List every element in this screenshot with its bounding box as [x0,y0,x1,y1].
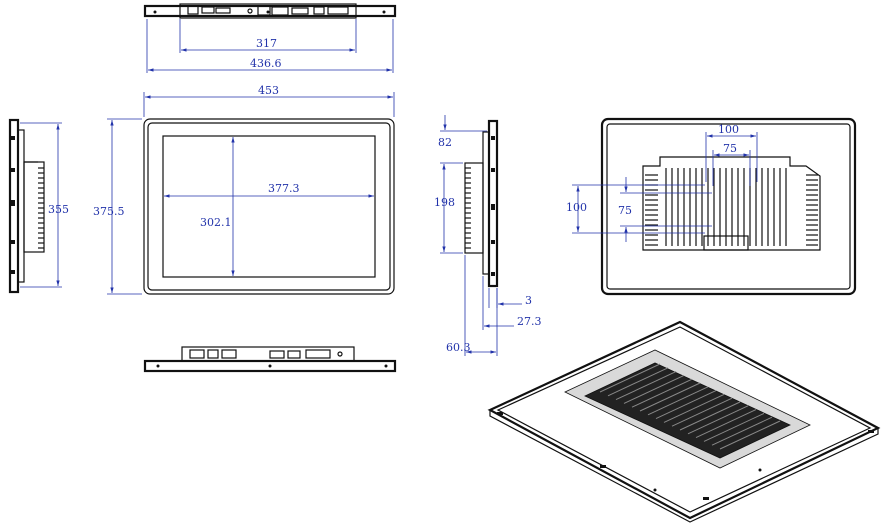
fin-line [615,371,677,401]
dim-label-vesa-100-h: 100 [718,123,739,136]
fin-line [711,416,773,446]
fin-line [663,393,725,423]
right-side-fins [465,167,471,249]
fin-line [639,382,701,412]
dim-label-3: 3 [525,294,532,307]
dim-label-375-5: 375.5 [93,205,125,218]
fin-line [655,390,717,420]
dimension-377-3: 377.3 [164,182,374,198]
dimension-198: 198 [434,162,463,254]
dim-label-vesa-75-v: 75 [618,204,632,217]
dimension-3: 3 [488,288,532,308]
dimension-vesa-75-h: 75 [712,142,751,186]
dimension-375-5: 375.5 [93,118,142,295]
dim-label-453: 453 [258,84,279,97]
dim-label-436-6: 436.6 [250,57,282,70]
fin-line [623,374,685,404]
dim-label-vesa-75-h: 75 [723,142,737,155]
fin-line [703,412,765,442]
dim-label-198: 198 [434,196,455,209]
left-side-fins [38,167,44,249]
dim-label-355: 355 [48,203,69,216]
dimension-453: 453 [143,84,395,117]
dim-label-27-3: 27.3 [517,315,542,328]
fin-line [607,367,669,397]
dimension-302-1: 302.1 [200,137,235,276]
dim-label-vesa-100-v: 100 [566,201,587,214]
dimension-27-3: 27.3 [482,276,542,330]
dimension-vesa-75-v: 75 [618,177,712,242]
fin-line [647,386,709,416]
dimension-82: 82 [438,115,487,149]
isometric-view [487,320,881,523]
bottom-view [143,346,397,373]
right-side-view: 82 198 3 27.3 60.3 [434,115,542,356]
dimension-317: 317 [179,19,357,53]
left-side-view: 355 [8,118,69,294]
front-view: 377.3 302.1 453 375.5 [93,84,395,295]
dim-label-60-3: 60.3 [446,341,471,354]
isometric-heatsink-fins [599,363,781,450]
dim-label-317: 317 [256,37,277,50]
fin-line [599,363,661,393]
dimension-vesa-100-h: 100 [705,123,758,182]
rear-heatsink-fins [645,168,818,246]
dimension-436-6: 436.6 [146,19,394,73]
fin-line [695,409,757,439]
top-view: 317 436.6 [143,3,397,73]
rear-view: 100 75 100 75 [566,117,857,296]
dim-label-82: 82 [438,136,452,149]
fin-line [631,378,693,408]
fin-line [687,405,749,435]
fin-line [679,401,741,431]
dim-label-302-1: 302.1 [200,216,232,229]
dimension-vesa-100-v: 100 [566,184,705,234]
dim-label-377-3: 377.3 [268,182,300,195]
fin-line [719,420,781,450]
dimension-60-3: 60.3 [446,255,498,356]
fin-line [671,397,733,427]
dimension-355: 355 [20,122,69,288]
